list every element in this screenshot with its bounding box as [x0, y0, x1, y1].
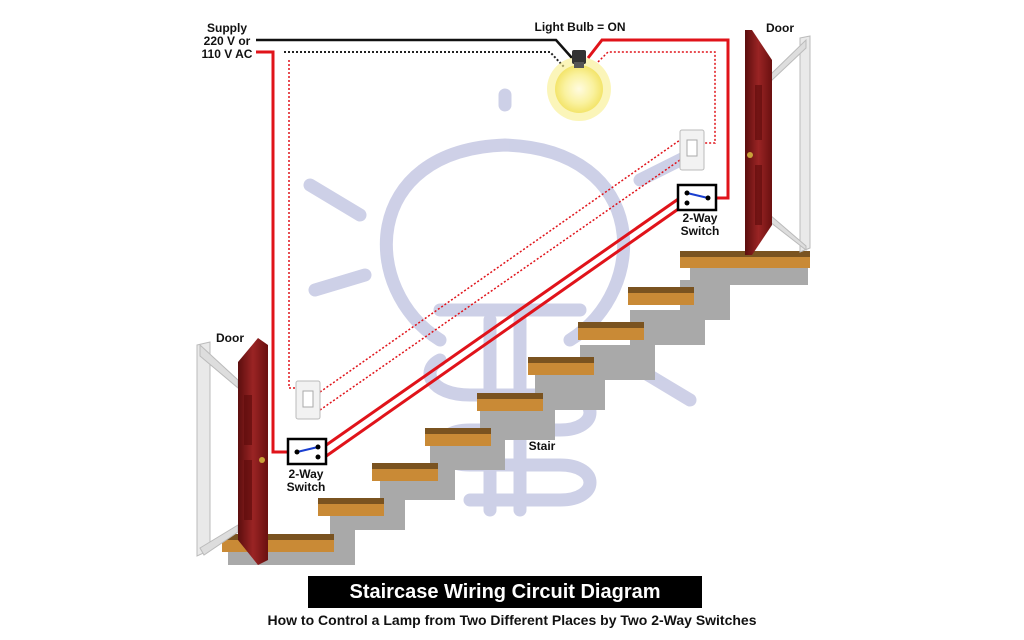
neutral-wire-conduit: [284, 51, 566, 69]
left-door: [196, 338, 268, 565]
stair-label: Stair: [528, 439, 556, 453]
switch-right-label: 2-Way Switch: [672, 211, 728, 239]
light-bulb-icon: [547, 50, 611, 121]
live-wires: [256, 38, 730, 461]
conduit-dotted: [288, 51, 716, 411]
supply-label-line1: Supply: [206, 21, 247, 35]
right-wall-switch-icon: [679, 129, 705, 171]
switch-left-label-line1: 2-Way: [288, 467, 324, 481]
right-door: [745, 30, 811, 255]
switch-left-label: 2-Way Switch: [278, 467, 334, 495]
switch-right-label-line2: Switch: [680, 224, 720, 239]
right-2way-switch-symbol: [676, 183, 718, 212]
left-wall-switch-icon: [295, 380, 321, 420]
switch-right-label-line1: 2-Way: [682, 211, 718, 225]
door-right-label: Door: [766, 21, 794, 35]
door-left-label: Door: [216, 331, 244, 345]
supply-label-line3: 110 V AC: [201, 47, 253, 62]
diagram-subtitle: How to Control a Lamp from Two Different…: [267, 612, 757, 628]
bulb-label: Light Bulb = ON: [534, 20, 626, 34]
supply-label-line2: 220 V or: [203, 34, 251, 49]
switch-left-label-line2: Switch: [286, 480, 326, 495]
diagram-title: Staircase Wiring Circuit Diagram: [308, 576, 702, 608]
left-2way-switch-symbol: [286, 437, 328, 466]
neutral-wire: [256, 38, 573, 59]
supply-label: Supply 220 V or 110 V AC: [192, 21, 262, 62]
